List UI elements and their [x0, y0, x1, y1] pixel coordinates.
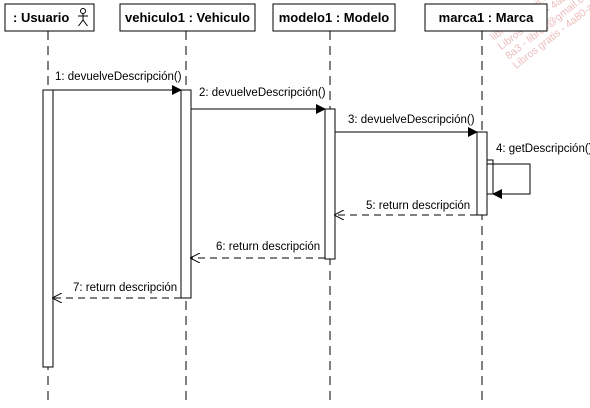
lifeline-header-modelo[interactable]: [272, 3, 396, 32]
message-5[interactable]: 5: return descripción: [335, 200, 477, 215]
message-7[interactable]: 7: return descripción: [53, 282, 181, 298]
message-3[interactable]: 3: devuelveDescripción(): [335, 114, 478, 137]
message-6[interactable]: 6: return descripción: [191, 241, 325, 258]
lifeline-label-marca: marca1 : Marca: [439, 10, 534, 25]
message-label: 6: return descripción: [216, 241, 320, 253]
lifeline-marca: marca1 : Marca: [424, 3, 548, 400]
lifeline-vehiculo: vehiculo1 : Vehiculo: [119, 3, 256, 400]
message-1[interactable]: 1: devuelveDescripción(): [53, 71, 182, 95]
lifeline-label-vehiculo: vehiculo1 : Vehiculo: [125, 10, 250, 25]
activation-bar: [324, 108, 336, 260]
message-2[interactable]: 2: devuelveDescripción(): [191, 87, 326, 114]
activation-bar-nested: [486, 159, 494, 195]
lifeline-header-vehiculo[interactable]: [119, 3, 256, 32]
message-label: 1: devuelveDescripción(): [55, 71, 182, 83]
message-label: 5: return descripción: [366, 200, 470, 212]
lifeline-usuario: : Usuario: [4, 3, 95, 400]
message-4[interactable]: 4: getDescripción(): [487, 143, 590, 199]
message-label: 3: devuelveDescripción(): [348, 114, 475, 126]
stick-figure-icon: [78, 8, 88, 27]
activation-bar: [476, 131, 488, 216]
activation-bar: [180, 89, 192, 299]
message-arrow: [487, 163, 531, 199]
message-label: 7: return descripción: [73, 282, 177, 294]
message-label: 4: getDescripción(): [496, 143, 590, 155]
lifeline-header-usuario[interactable]: [4, 3, 95, 32]
message-label: 2: devuelveDescripción(): [199, 87, 326, 99]
lifeline-header-marca[interactable]: [424, 3, 548, 32]
lifeline-label-usuario: : Usuario: [13, 10, 69, 25]
activation-bar: [42, 89, 54, 368]
lifeline-label-modelo: modelo1 : Modelo: [279, 10, 390, 25]
lifeline-modelo: modelo1 : Modelo: [272, 3, 396, 400]
